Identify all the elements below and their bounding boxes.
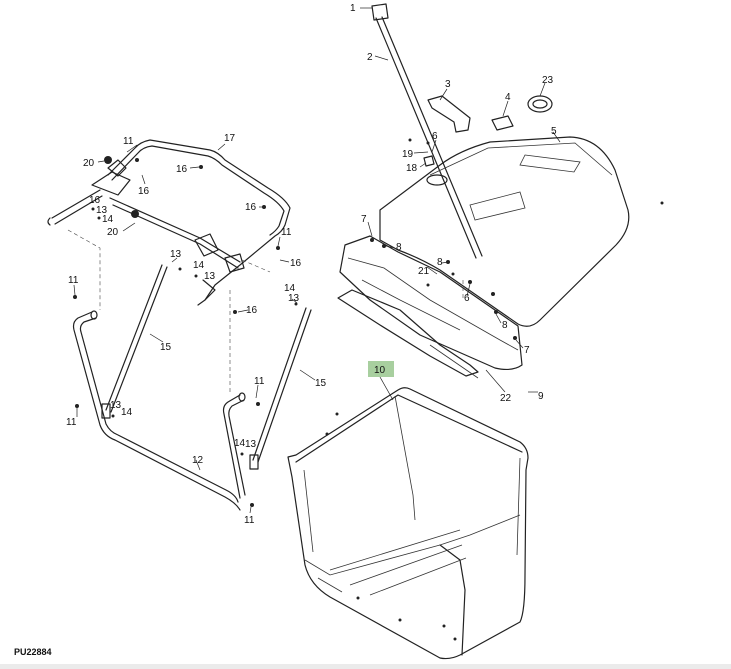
callout-7: 7 bbox=[524, 345, 530, 356]
callout-1: 1 bbox=[350, 3, 356, 14]
handle-rod bbox=[375, 16, 483, 259]
callout-14: 14 bbox=[121, 407, 133, 418]
callout-6: 6 bbox=[432, 131, 438, 142]
upper-frame-tube bbox=[107, 139, 291, 306]
deflector-plate bbox=[337, 289, 479, 377]
callout-18: 18 bbox=[406, 163, 418, 174]
clamp-ring bbox=[527, 95, 553, 113]
callout-15: 15 bbox=[315, 378, 327, 389]
callout-16: 16 bbox=[246, 305, 258, 316]
support-rod-left bbox=[105, 264, 168, 413]
callout-16: 16 bbox=[176, 164, 188, 175]
top-cover bbox=[379, 136, 630, 327]
figure-id: PU22884 bbox=[14, 647, 52, 657]
callout-14: 14 bbox=[284, 283, 296, 294]
callout-8: 8 bbox=[437, 257, 443, 268]
callout-3: 3 bbox=[445, 79, 451, 90]
callout-labels: 1 2 3 4 23 5 6 19 18 7 8 8 21 6 8 7 22 9… bbox=[66, 3, 557, 526]
callout-16: 16 bbox=[138, 186, 150, 197]
callout-14: 14 bbox=[234, 438, 246, 449]
callout-11: 11 bbox=[66, 417, 77, 428]
callout-4: 4 bbox=[505, 92, 511, 103]
callout-13: 13 bbox=[96, 205, 108, 216]
callout-13: 13 bbox=[245, 439, 257, 450]
callout-20: 20 bbox=[107, 227, 119, 238]
leader-lines bbox=[73, 7, 561, 514]
callout-11: 11 bbox=[281, 227, 292, 238]
callout-21: 21 bbox=[418, 266, 430, 277]
callout-15: 15 bbox=[160, 342, 172, 353]
callout-11: 11 bbox=[123, 136, 134, 147]
callout-23: 23 bbox=[542, 75, 554, 86]
callout-11: 11 bbox=[254, 376, 265, 387]
callout-11: 11 bbox=[68, 275, 79, 286]
callout-13: 13 bbox=[110, 400, 122, 411]
callout-10-highlight bbox=[368, 361, 394, 377]
callout-9: 9 bbox=[538, 391, 544, 402]
lower-frame-tube bbox=[72, 311, 241, 511]
callout-16: 16 bbox=[89, 195, 101, 206]
callout-5: 5 bbox=[551, 126, 557, 137]
callout-22: 22 bbox=[500, 393, 512, 404]
grass-bag bbox=[287, 387, 529, 660]
callout-14: 14 bbox=[193, 260, 205, 271]
bottom-rule bbox=[0, 664, 731, 669]
callout-14: 14 bbox=[102, 214, 114, 225]
chute-housing bbox=[339, 235, 523, 371]
support-rod-right bbox=[252, 307, 312, 463]
hood-assembly bbox=[337, 3, 664, 379]
callout-16: 16 bbox=[245, 202, 257, 213]
callout-12: 12 bbox=[192, 455, 204, 466]
callout-13: 13 bbox=[170, 249, 182, 260]
callout-19: 19 bbox=[402, 149, 414, 160]
callout-8: 8 bbox=[396, 242, 402, 253]
callout-11: 11 bbox=[244, 515, 255, 526]
callout-6: 6 bbox=[464, 293, 470, 304]
callout-16: 16 bbox=[290, 258, 302, 269]
callout-10: 10 bbox=[374, 365, 386, 376]
callout-13: 13 bbox=[288, 293, 300, 304]
bag-frame-assembly bbox=[47, 139, 312, 511]
callout-17: 17 bbox=[224, 133, 236, 144]
callout-2: 2 bbox=[367, 52, 373, 63]
callout-7: 7 bbox=[361, 214, 367, 225]
handle-grip bbox=[427, 95, 471, 133]
callout-8: 8 bbox=[502, 320, 508, 331]
callout-20: 20 bbox=[83, 158, 95, 169]
callout-13: 13 bbox=[204, 271, 216, 282]
